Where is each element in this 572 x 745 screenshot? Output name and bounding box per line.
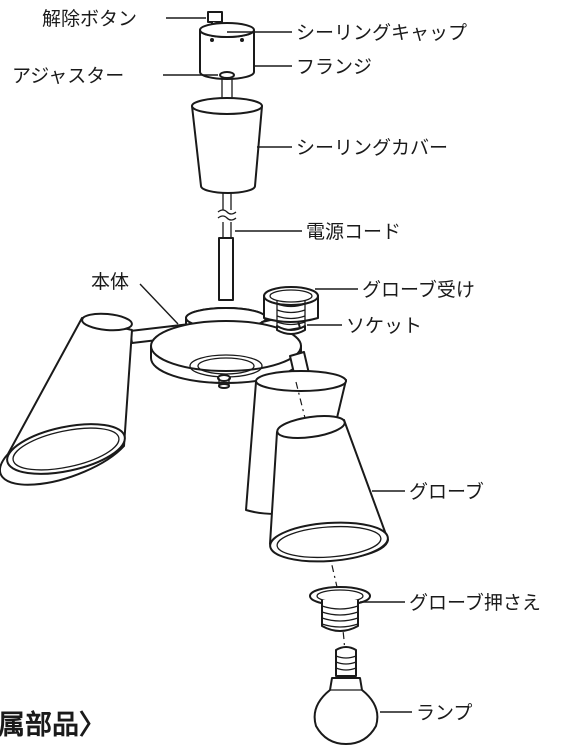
label-globe: グローブ — [409, 480, 484, 503]
label-adjuster: アジャスター — [12, 65, 124, 87]
left-globe — [0, 312, 133, 486]
section-heading: 属部品〉 — [0, 709, 106, 741]
label-ceiling-cover: シーリングカバー — [296, 137, 448, 159]
label-flange: フランジ — [296, 56, 372, 78]
label-release-button: 解除ボタン — [42, 8, 137, 30]
ceiling-cover — [191, 97, 263, 194]
ceiling-cap — [199, 11, 255, 80]
front-right-globe — [269, 415, 389, 563]
label-power-cord: 電源コード — [306, 221, 401, 243]
label-ceiling-cap: シーリングキャップ — [296, 22, 467, 44]
label-globe-retainer: グローブ押さえ — [409, 591, 541, 614]
label-main-body: 本体 — [91, 271, 129, 293]
power-cord — [217, 193, 237, 301]
globe-holder-assembly — [263, 286, 319, 335]
label-lamp: ランプ — [416, 702, 472, 724]
label-globe-holder: グローブ受け — [362, 278, 475, 301]
globe-retainer — [309, 586, 371, 632]
adjuster — [219, 71, 235, 98]
labels: 解除ボタン シーリングキャップ フランジ アジャスター シーリングカバー 電源コ… — [0, 8, 541, 741]
label-socket: ソケット — [346, 315, 422, 337]
lamp-bulb — [313, 646, 379, 745]
leader-lines — [139, 17, 412, 713]
